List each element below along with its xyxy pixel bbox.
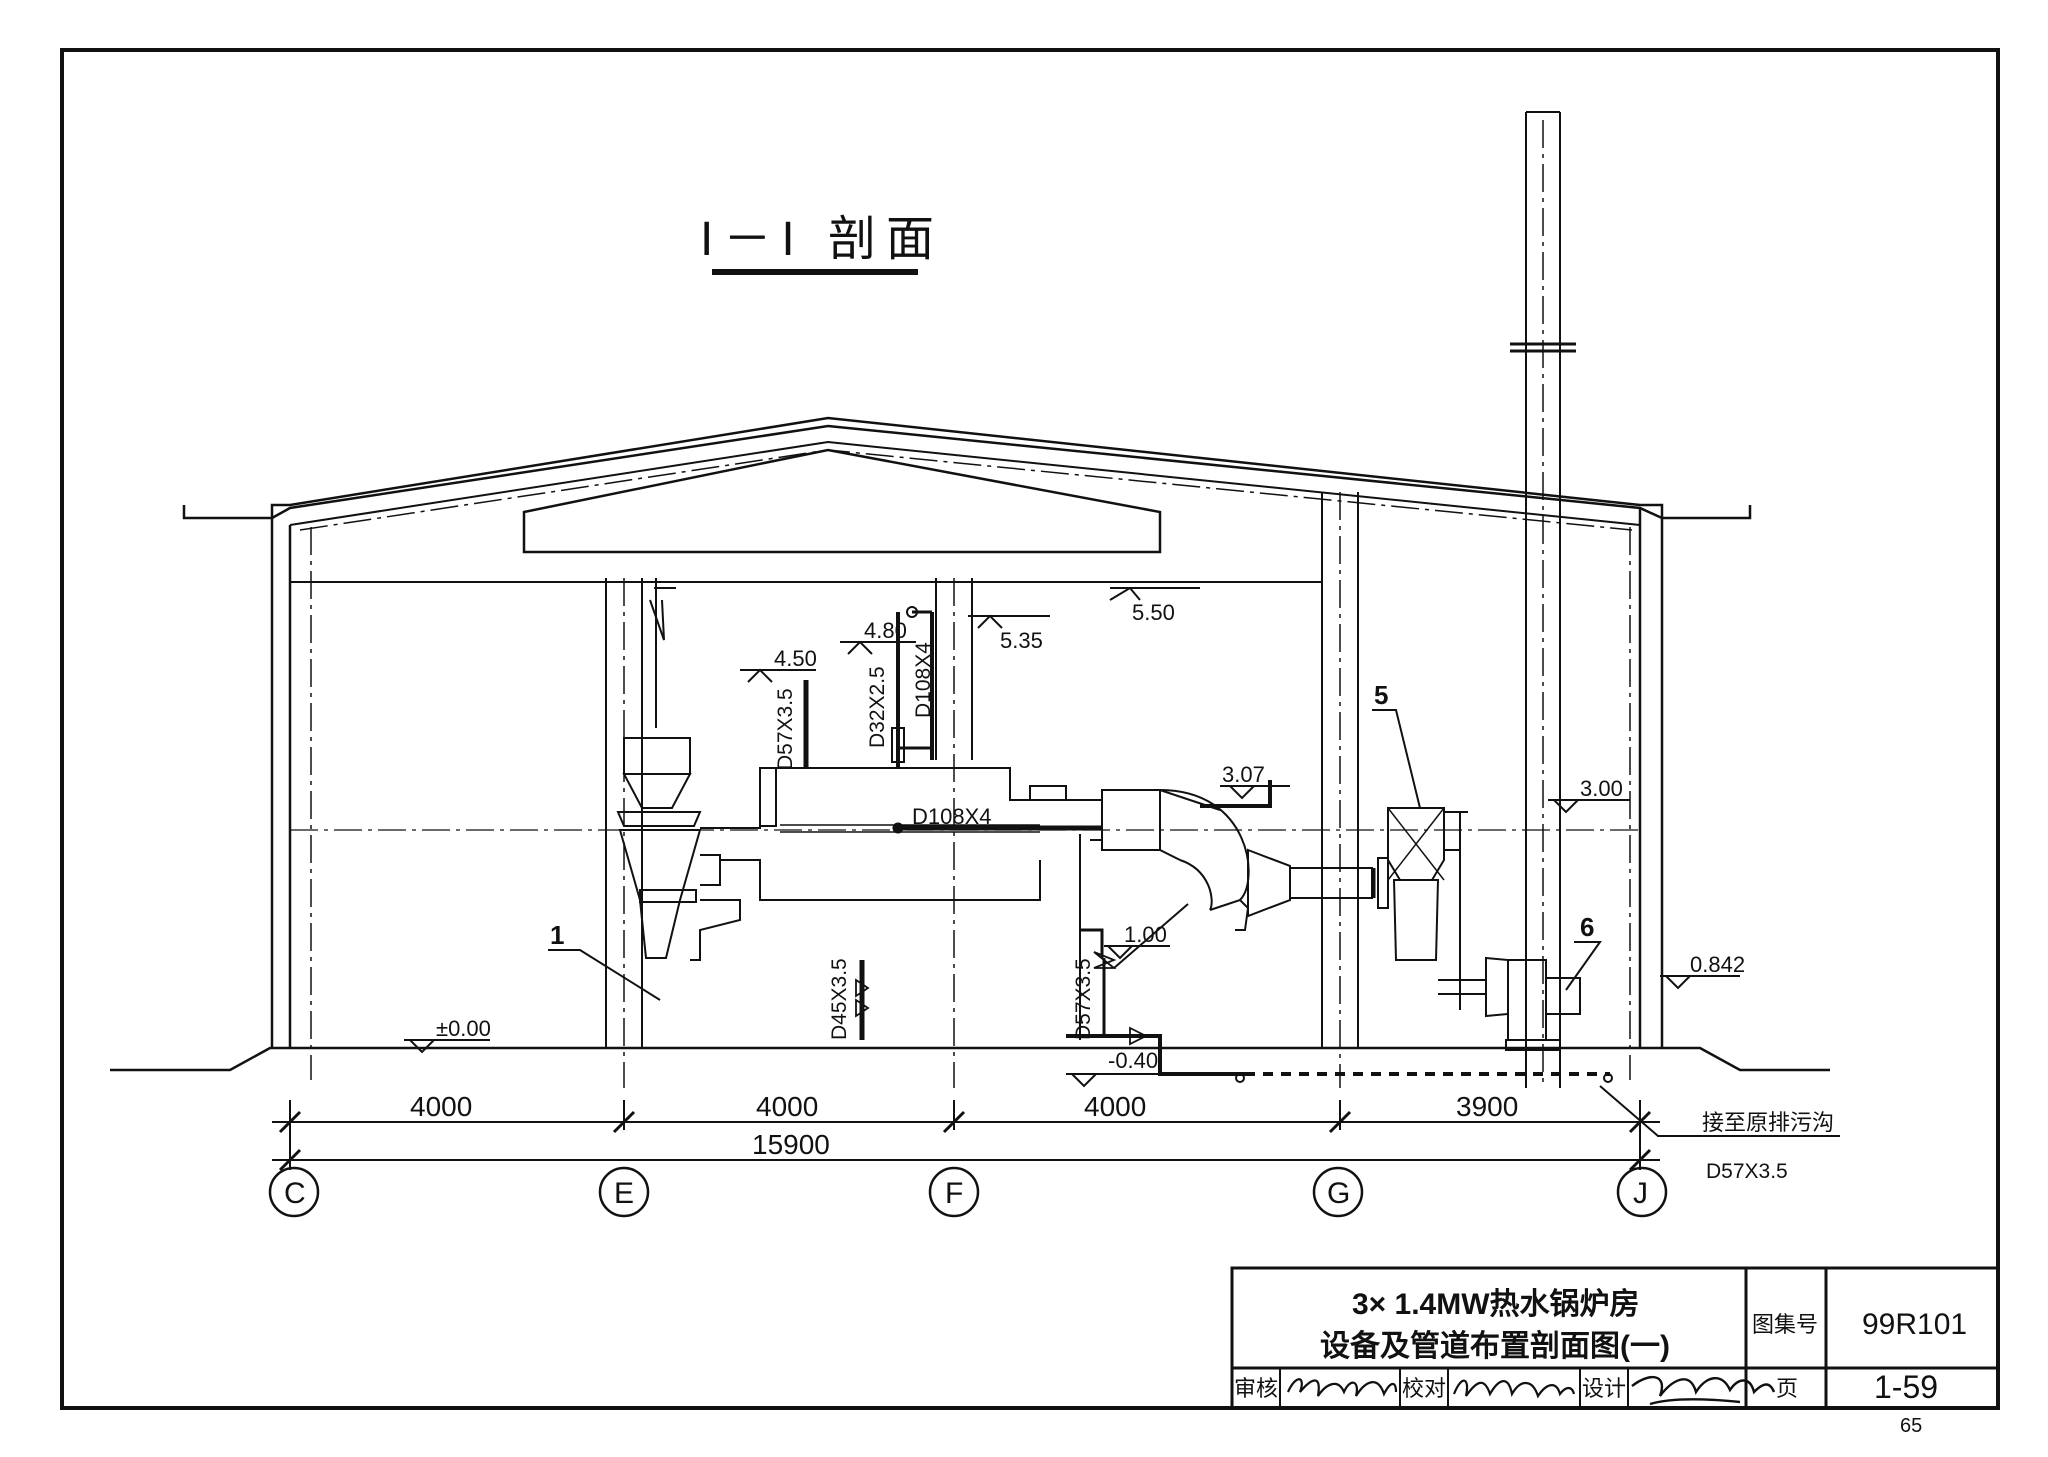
pipe-label-d32: D32X2.5: [866, 666, 889, 748]
review-label: 审核: [1234, 1376, 1278, 1401]
elev-3-00: 3.00: [1580, 776, 1623, 801]
drain-note: 接至原排污沟: [1702, 1110, 1834, 1135]
valves: [855, 951, 1149, 1046]
dim-span-e-f: 4000: [756, 1091, 818, 1122]
pipe-label-d108-vertical: D108X4: [912, 642, 935, 718]
dim-span-f-g: 4000: [1084, 1091, 1146, 1122]
pipe-label-d57-drain: D57X3.5: [1706, 1160, 1788, 1183]
sheet-border: [60, 48, 2000, 1410]
elev-5-35: 5.35: [1000, 628, 1043, 653]
elev-3-07: 3.07: [1222, 762, 1265, 787]
axis-label-g: G: [1327, 1177, 1350, 1210]
title-block-line1: 3× 1.4MW热水锅炉房: [1352, 1288, 1640, 1321]
elev-minus-0-40: -0.40: [1108, 1048, 1158, 1073]
boiler: [690, 767, 1090, 961]
pipes: [803, 606, 1613, 1083]
chimney: [1510, 111, 1576, 1088]
axis-label-j: J: [1633, 1177, 1648, 1210]
dimension-lines: [272, 1100, 1660, 1172]
page-label: 页: [1776, 1376, 1798, 1401]
roof-structure: [182, 416, 1752, 554]
elev-1-00: 1.00: [1124, 922, 1167, 947]
elev-4-80: 4.80: [864, 618, 907, 643]
equipment-leaders: [548, 709, 1840, 1137]
equipment-number-1: 1: [550, 920, 564, 950]
design-label: 设计: [1582, 1376, 1626, 1401]
coal-feeder: [616, 578, 702, 959]
pipe-label-d108-horizontal: D108X4: [912, 804, 992, 829]
pipe-label-d57-lower: D57X3.5: [1072, 958, 1095, 1040]
signature-checker: [1452, 1379, 1576, 1399]
dim-total: 15900: [752, 1129, 830, 1160]
check-label: 校对: [1402, 1376, 1446, 1401]
draft-fan: [1438, 956, 1581, 1051]
elevation-markers: [404, 586, 1740, 1088]
page-code: 1-59: [1874, 1369, 1938, 1405]
signature-designer: [1631, 1375, 1776, 1406]
axis-bubbles: [268, 1166, 1668, 1218]
title-block: [1230, 1266, 2000, 1410]
dim-span-c-e: 4000: [410, 1091, 472, 1122]
flue-duct: [1090, 789, 1389, 931]
axis-label-f: F: [945, 1177, 963, 1210]
elev-5-50: 5.50: [1132, 600, 1175, 625]
axis-label-c: C: [284, 1177, 306, 1210]
signature-reviewer: [1286, 1378, 1398, 1397]
pipe-label-d57-upper: D57X3.5: [774, 688, 797, 770]
elev-0-842: 0.842: [1690, 952, 1745, 977]
section-title: I－I 剖面: [700, 213, 944, 266]
columns: [605, 492, 1359, 1088]
axis-label-e: E: [614, 1177, 634, 1210]
building-walls: [270, 508, 1664, 1080]
ground-line: [110, 1046, 1830, 1072]
elev-0-00: ±0.00: [436, 1016, 491, 1041]
equipment-number-6: 6: [1580, 912, 1594, 942]
atlas-code: 99R101: [1862, 1308, 1967, 1341]
dim-span-g-j: 3900: [1456, 1091, 1518, 1122]
atlas-label: 图集号: [1752, 1312, 1818, 1337]
dust-collector: [1387, 807, 1468, 1010]
sheet-number: 65: [1900, 1415, 1922, 1437]
pipe-label-d45: D45X3.5: [828, 958, 851, 1040]
elev-4-50: 4.50: [774, 646, 817, 671]
equipment-number-5: 5: [1374, 680, 1388, 710]
title-block-line2: 设备及管道布置剖面图(一): [1320, 1329, 1670, 1363]
